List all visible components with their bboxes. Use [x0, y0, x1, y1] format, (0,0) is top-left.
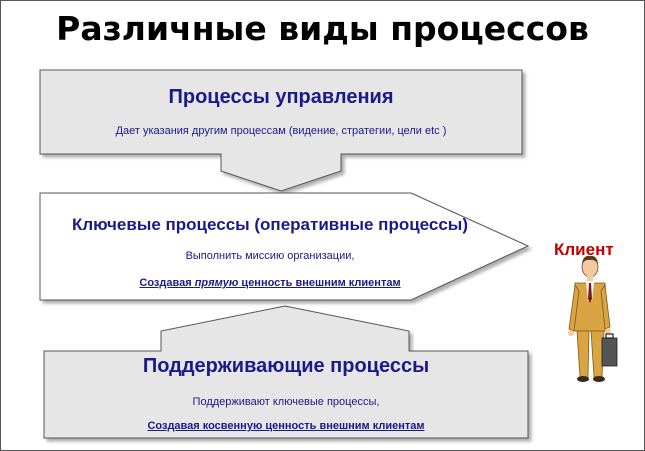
page-title: Различные виды процессов: [56, 9, 589, 48]
management-heading: Процессы управления: [168, 86, 394, 108]
key-line2-emphasis: прямую: [194, 277, 239, 289]
businessman-with-briefcase-icon: [568, 255, 618, 382]
client-label: Клиент: [554, 240, 614, 259]
key-line2-post: ценность внешним клиентам: [238, 277, 401, 289]
support-heading: Поддерживающие процессы: [142, 355, 430, 377]
key-line2: Создавая прямую ценность внешним клиента…: [40, 277, 500, 289]
support-line1: Поддерживают ключевые процессы,: [192, 396, 380, 408]
management-process-shape: [39, 69, 523, 192]
key-line2-pre: Создавая: [139, 277, 195, 289]
key-heading: Ключевые процессы (оперативные процессы): [72, 215, 468, 234]
key-line1: Выполнить миссию организации,: [185, 250, 355, 262]
support-line2: Создавая косвенную ценность внешним клие…: [147, 420, 425, 432]
management-description: Дает указания другим процессам (видение,…: [115, 125, 447, 137]
key-process-shape: [39, 192, 530, 301]
support-process-shape: [43, 305, 529, 439]
